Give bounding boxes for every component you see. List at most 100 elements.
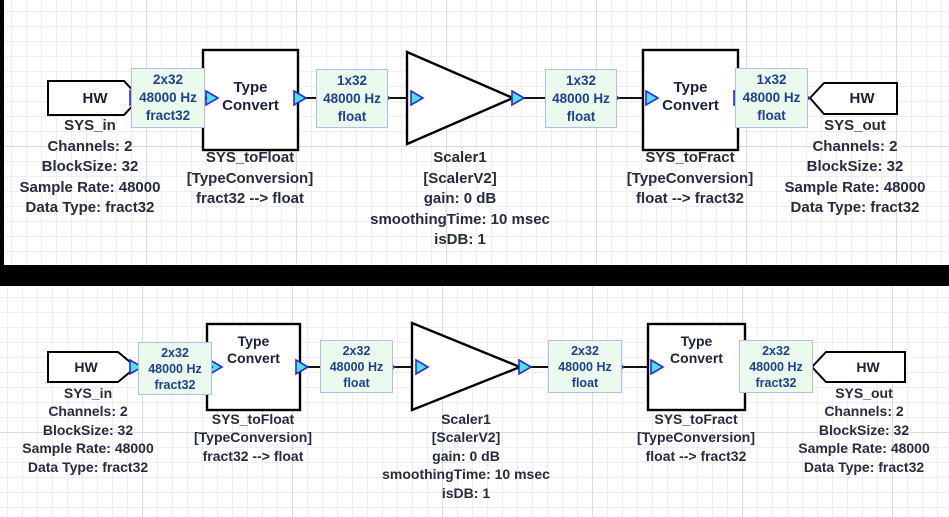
- wire-label-line: 2x32: [152, 72, 184, 87]
- type-convert-caption-1: SYS_toFloat [TypeConversion] fract32 -->…: [194, 410, 312, 465]
- hw-output-label: HW: [856, 359, 880, 375]
- caption-line: Sample Rate: 48000: [798, 440, 930, 457]
- scaler-caption: Scaler1 [ScalerV2] gain: 0 dB smoothingT…: [370, 148, 550, 251]
- hw-output-caption: SYS_out Channels: 2 BlockSize: 32 Sample…: [785, 116, 926, 219]
- type-convert-block-1[interactable]: [201, 48, 300, 152]
- caption-line: SYS_in: [64, 117, 116, 134]
- caption-line: [ScalerV2]: [423, 169, 497, 187]
- scaler-block[interactable]: [405, 50, 517, 146]
- caption-line: Sample Rate: 48000: [19, 178, 161, 196]
- caption-line: Data Type: fract32: [25, 199, 155, 216]
- caption-line: BlockSize: 32: [42, 421, 134, 438]
- hw-output-block[interactable]: [808, 82, 898, 115]
- caption-line: SYS_toFract: [654, 411, 738, 427]
- caption-line: gain: 0 dB: [423, 190, 497, 207]
- caption-line: SYS_out: [835, 385, 893, 401]
- wire-label-line: 2x32: [342, 343, 371, 358]
- wire-label-box: 1x32 48000 Hz float: [316, 69, 388, 128]
- type-convert-block-1[interactable]: [205, 322, 302, 412]
- caption-line: Channels: 2: [812, 137, 898, 155]
- hw-input-block[interactable]: [47, 351, 138, 383]
- wire-label-line: 1x32: [756, 72, 787, 87]
- wire-label-line: 1x32: [565, 72, 597, 88]
- caption-line: [TypeConversion]: [194, 429, 312, 446]
- caption-line: Sample Rate: 48000: [22, 440, 154, 457]
- caption-line: smoothingTime: 10 msec: [382, 466, 550, 483]
- caption-line: SYS_toFloat: [211, 411, 295, 427]
- designer-canvas-top: HW 2x32 48000 Hz fract32 Type Convert 1x…: [4, 0, 949, 265]
- hw-input-caption: SYS_in Channels: 2 BlockSize: 32 Sample …: [20, 116, 161, 219]
- caption-line: smoothingTime: 10 msec: [370, 210, 550, 228]
- caption-line: fract32 --> float: [202, 447, 304, 464]
- caption-line: [TypeConversion]: [637, 429, 755, 446]
- type-convert-caption-2: SYS_toFract [TypeConversion] float --> f…: [627, 148, 753, 210]
- hw-input-caption: SYS_in Channels: 2 BlockSize: 32 Sample …: [22, 384, 154, 476]
- caption-line: Data Type: fract32: [27, 458, 149, 475]
- caption-line: [TypeConversion]: [186, 169, 314, 187]
- wire-label-line: 48000 Hz: [323, 90, 381, 106]
- caption-line: SYS_toFract: [645, 149, 735, 166]
- hw-input-label: HW: [82, 90, 108, 107]
- wire-label-line: 48000 Hz: [749, 359, 803, 374]
- wire-label-line: float: [343, 375, 370, 390]
- caption-line: Channels: 2: [48, 403, 128, 420]
- pin-icon: [650, 358, 665, 376]
- wire-label-line: 2x32: [762, 343, 790, 358]
- wire-label-line: 2x32: [571, 343, 599, 358]
- wire-label-line: 2x32: [161, 345, 189, 360]
- pin-icon: [645, 89, 660, 107]
- block-title-line: Type: [673, 79, 708, 96]
- wire-label-box: 2x32 48000 Hz float: [548, 340, 622, 393]
- caption-line: Channels: 2: [47, 137, 133, 155]
- block-title-line: Convert: [227, 350, 280, 366]
- hw-output-block[interactable]: [810, 351, 906, 383]
- scaler-block[interactable]: [410, 321, 524, 412]
- type-convert-caption-2: SYS_toFract [TypeConversion] float --> f…: [637, 410, 755, 465]
- wire-label-line: float: [571, 375, 599, 390]
- wire-label-line: fract32: [154, 377, 196, 392]
- caption-line: float --> fract32: [645, 447, 747, 464]
- scaler-caption: Scaler1 [ScalerV2] gain: 0 dB smoothingT…: [382, 410, 550, 502]
- wire-label-line: 48000 Hz: [558, 359, 612, 374]
- pin-icon: [518, 358, 533, 376]
- block-title-line: Type: [233, 79, 268, 96]
- wire-label-line: 48000 Hz: [552, 90, 610, 106]
- wire-label-box: 2x32 48000 Hz float: [320, 340, 393, 393]
- block-title-line: Convert: [670, 350, 723, 366]
- wire-label-line: float: [757, 108, 786, 123]
- pin-icon: [415, 358, 430, 376]
- hw-input-label: HW: [74, 359, 98, 375]
- caption-line: BlockSize: 32: [806, 158, 904, 175]
- caption-line: Channels: 2: [824, 403, 904, 420]
- block-title-line: Convert: [662, 97, 719, 114]
- wire-label-box: 2x32 48000 Hz fract32: [739, 340, 813, 393]
- designer-canvas-bottom: HW 2x32 48000 Hz fract32 Type Convert 2x…: [0, 286, 949, 517]
- caption-line: isDB: 1: [441, 484, 491, 501]
- schematic-layer-top: [47, 48, 898, 152]
- block-title-line: Type: [237, 333, 270, 349]
- wire-label-box: 1x32 48000 Hz float: [545, 69, 617, 128]
- caption-line: Data Type: fract32: [803, 458, 925, 475]
- type-convert-title: Type Convert: [648, 333, 745, 367]
- type-convert-caption-1: SYS_toFloat [TypeConversion] fract32 -->…: [187, 148, 313, 210]
- caption-line: SYS_toFloat: [205, 149, 295, 166]
- wire-label-line: float: [566, 108, 596, 124]
- hw-output-caption: SYS_out Channels: 2 BlockSize: 32 Sample…: [798, 384, 930, 476]
- caption-line: fract32 --> float: [196, 190, 304, 207]
- caption-line: isDB: 1: [434, 231, 486, 248]
- caption-line: [ScalerV2]: [431, 429, 501, 446]
- wire-label-line: float: [337, 108, 367, 124]
- wire-label-line: 48000 Hz: [329, 359, 384, 374]
- caption-line: [TypeConversion]: [626, 169, 754, 187]
- caption-line: gain: 0 dB: [432, 447, 500, 464]
- wire-label-line: 1x32: [336, 72, 368, 88]
- caption-line: Data Type: fract32: [790, 199, 920, 216]
- caption-line: float --> fract32: [636, 190, 744, 207]
- wire-label-line: 48000 Hz: [148, 361, 202, 376]
- pin-icon: [293, 89, 308, 107]
- pin-icon: [410, 89, 425, 107]
- pin-icon: [129, 358, 144, 376]
- wire-label-box: 2x32 48000 Hz fract32: [138, 342, 212, 395]
- caption-line: BlockSize: 32: [818, 421, 910, 438]
